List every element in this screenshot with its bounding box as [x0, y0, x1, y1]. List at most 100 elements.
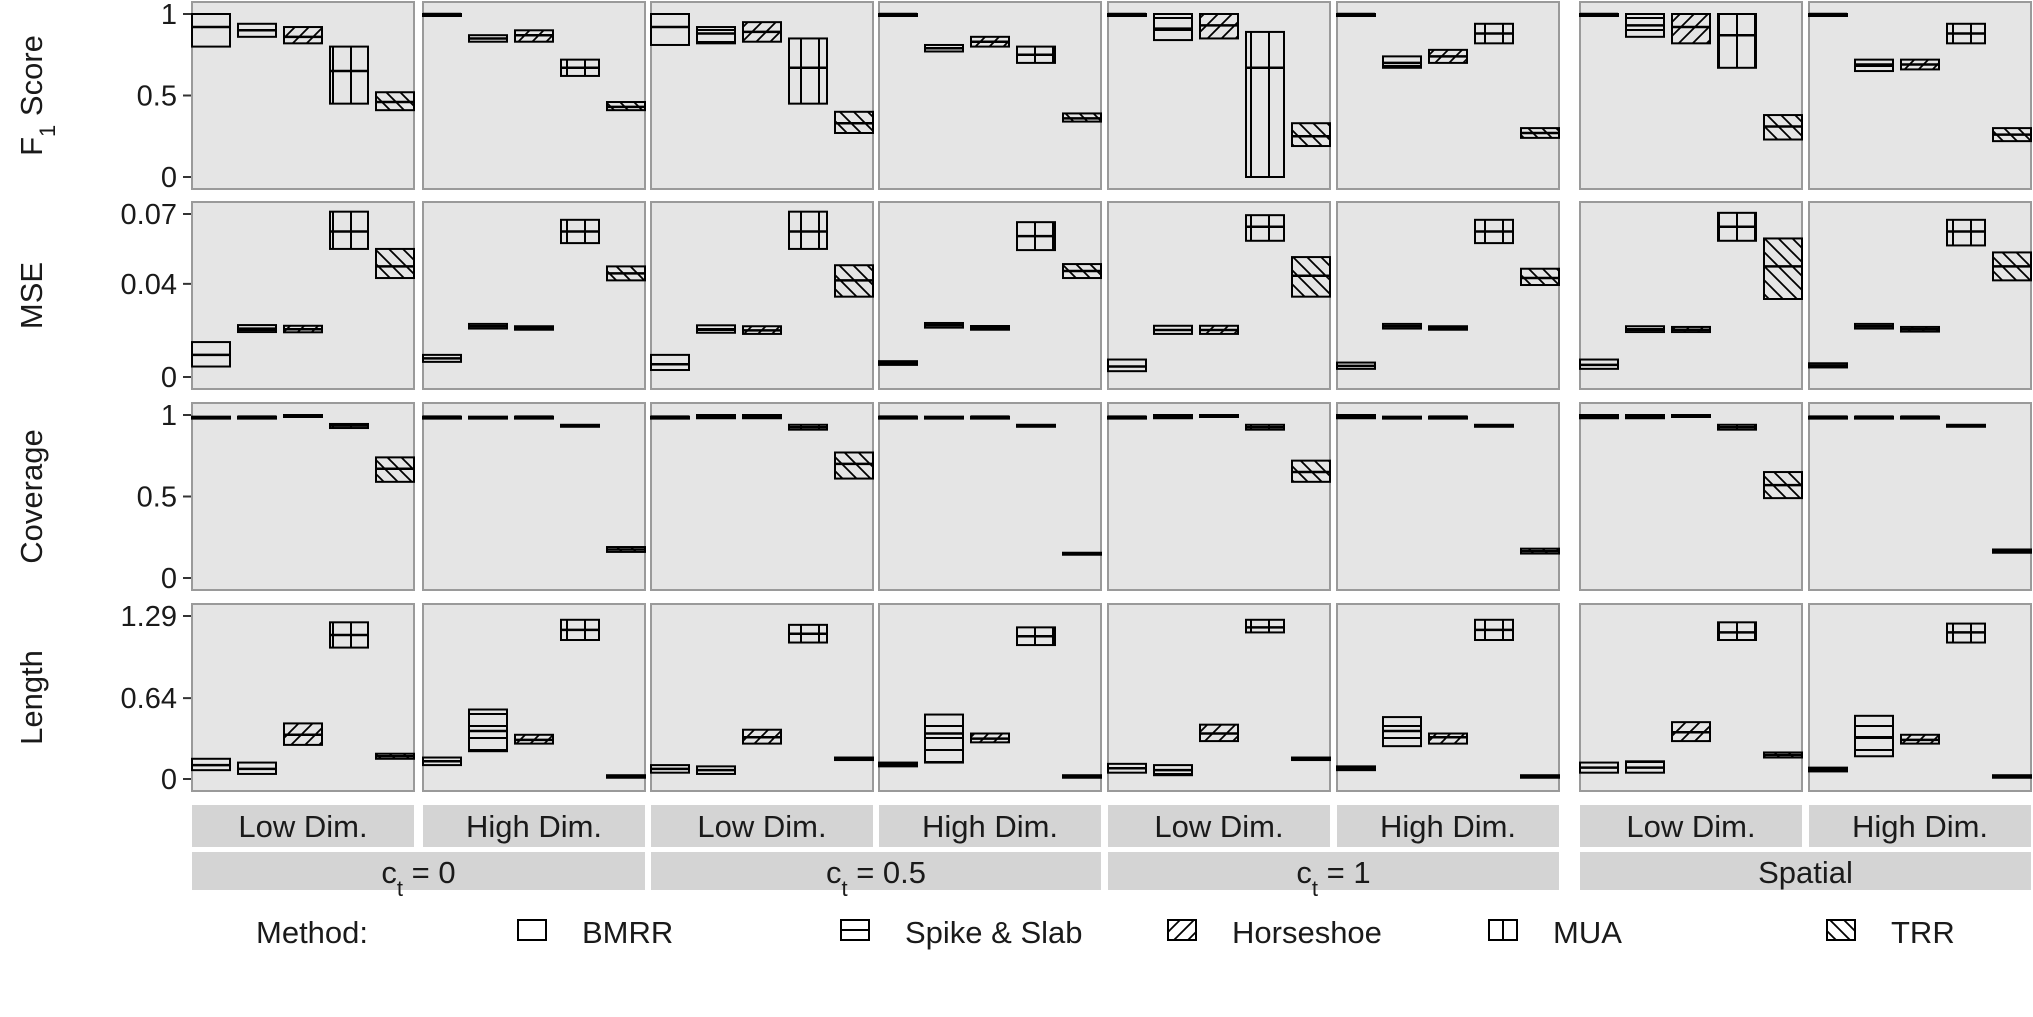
box-fill	[284, 27, 322, 44]
facet-panel	[1336, 201, 1560, 390]
dimension-strip	[651, 805, 873, 847]
box	[283, 26, 323, 45]
box	[329, 45, 369, 105]
box	[650, 13, 690, 46]
box	[375, 247, 415, 280]
box	[1717, 13, 1757, 69]
setting-strip-label: ct = 0	[381, 855, 455, 901]
box	[788, 37, 828, 105]
facet-panel	[422, 603, 646, 792]
dimension-strip-label: Low Dim.	[697, 809, 826, 844]
facet-panel	[191, 402, 415, 591]
y-tick-label: 0.07	[121, 199, 177, 231]
legend-key	[517, 919, 547, 941]
box	[924, 713, 964, 764]
legend-key-fill	[1827, 920, 1855, 940]
setting-strip-label: ct = 0.5	[826, 855, 926, 901]
legend-label: Horseshoe	[1232, 915, 1382, 950]
y-tick-label: 0.04	[121, 269, 177, 301]
box	[191, 13, 231, 48]
box	[1763, 237, 1803, 300]
y-axis-label: Coverage	[14, 429, 49, 563]
box-fill	[1292, 123, 1330, 147]
box-fill	[697, 27, 735, 44]
setting-strip	[1580, 852, 2031, 890]
box	[1717, 621, 1757, 642]
box-fill	[1764, 238, 1802, 299]
box-fill	[789, 38, 827, 104]
facet-panel	[1107, 402, 1331, 591]
facet-panel	[1808, 1, 2032, 190]
facet-panel	[878, 402, 1102, 591]
facet-panel	[191, 201, 415, 390]
facet-panel	[1336, 1, 1560, 190]
setting-strip-label: ct = 1	[1296, 855, 1370, 901]
dimension-strip	[192, 805, 414, 847]
facet-panel	[878, 1, 1102, 190]
dimension-strip-label: Low Dim.	[1154, 809, 1283, 844]
setting-strip	[1108, 852, 1559, 890]
box	[696, 26, 736, 45]
facet-panel	[1808, 201, 2032, 390]
setting-strip-label: Spatial	[1758, 855, 1853, 890]
box	[1291, 122, 1331, 148]
y-axis-label: Length	[14, 650, 49, 745]
facet-panel	[878, 603, 1102, 792]
facet-panel	[1808, 402, 2032, 591]
y-tick-label: 0.5	[137, 482, 177, 514]
facet-panel	[191, 603, 415, 792]
y-tick-label: 1.29	[121, 601, 177, 633]
box-fill	[1855, 715, 1893, 757]
box-fill	[1672, 14, 1710, 44]
dimension-strip	[879, 805, 1101, 847]
dimension-strip-label: High Dim.	[1380, 809, 1516, 844]
dimension-strip-label: High Dim.	[922, 809, 1058, 844]
dimension-strip-label: High Dim.	[1852, 809, 1988, 844]
box-fill	[1154, 14, 1192, 41]
y-tick-label: 0	[161, 764, 177, 796]
y-tick-label: 0	[161, 362, 177, 394]
y-tick-label: 0	[161, 162, 177, 194]
box	[1428, 732, 1468, 745]
legend-key-fill	[1168, 920, 1196, 940]
legend-label: MUA	[1553, 915, 1622, 950]
box	[1245, 30, 1285, 179]
legend-key	[1826, 919, 1856, 941]
dimension-strip	[1809, 805, 2031, 847]
dimension-strip-label: Low Dim.	[1626, 809, 1755, 844]
legend-label: TRR	[1891, 915, 1955, 950]
dimension-strip-label: High Dim.	[466, 809, 602, 844]
y-axis-label: F1 Score	[14, 35, 60, 156]
legend-title: Method:	[256, 915, 368, 950]
setting-strip	[651, 852, 1101, 890]
facet-panel	[422, 402, 646, 591]
box-fill	[330, 46, 368, 104]
dimension-strip	[423, 805, 645, 847]
box-fill	[1718, 14, 1756, 68]
legend-key	[1167, 919, 1197, 941]
facet-panel	[650, 603, 874, 792]
legend-label: Spike & Slab	[905, 915, 1083, 950]
facet-panel	[1808, 603, 2032, 792]
box	[1854, 714, 1894, 758]
box-fill	[835, 452, 873, 479]
box-fill	[1429, 733, 1467, 744]
facet-panel	[1336, 603, 1560, 792]
box-fill	[376, 248, 414, 279]
y-tick-label: 0	[161, 563, 177, 595]
y-axis-label: MSE	[14, 262, 49, 329]
facet-panel	[1579, 603, 1803, 792]
y-tick-label: 1	[161, 0, 177, 31]
dimension-strip	[1108, 805, 1330, 847]
facet-panel	[878, 201, 1102, 390]
y-tick-label: 0.64	[121, 683, 177, 715]
box	[1671, 13, 1711, 45]
legend-key	[1488, 919, 1518, 941]
y-tick-label: 1	[161, 400, 177, 432]
box	[834, 451, 874, 480]
dimension-strip	[1580, 805, 1802, 847]
box	[650, 353, 690, 372]
